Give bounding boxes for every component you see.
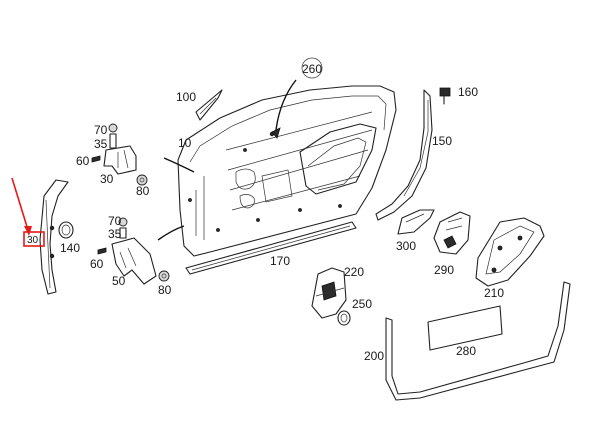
callout-140: 140 <box>60 241 80 255</box>
grommet-140 <box>58 221 74 239</box>
callout-220: 220 <box>344 265 364 279</box>
outer-handle-300 <box>397 209 435 235</box>
callout-35-bot: 35 <box>108 227 122 241</box>
lower-hinge <box>97 217 170 285</box>
clip-160 <box>439 87 451 105</box>
door-seal-200 <box>385 281 571 401</box>
upper-hinge <box>91 123 148 186</box>
callout-35-top: 35 <box>94 137 108 151</box>
callout-280: 280 <box>456 344 476 358</box>
motor-220 <box>311 267 347 319</box>
callout-30: 30 <box>100 172 114 186</box>
door-shell <box>177 85 397 257</box>
lock-290 <box>433 211 471 255</box>
a-pillar-trim <box>39 179 69 295</box>
callout-60-top: 60 <box>76 154 90 168</box>
regulator-210 <box>475 217 545 287</box>
highlight-annotation <box>11 177 45 247</box>
arrow-260 <box>271 127 281 139</box>
sheet-280 <box>427 305 503 351</box>
callout-170: 170 <box>270 254 290 268</box>
leader-260 <box>275 79 297 131</box>
grommet-250 <box>337 310 351 326</box>
callout-250: 250 <box>352 297 372 311</box>
callout-200: 200 <box>364 349 384 363</box>
callout-80-top: 80 <box>136 184 150 198</box>
callout-290: 290 <box>434 263 454 277</box>
seal-strip-150 <box>375 89 433 221</box>
callout-160: 160 <box>458 85 478 99</box>
callout-30-highlighted: 30 <box>27 235 39 246</box>
callout-60-bot: 60 <box>90 257 104 271</box>
callout-100: 100 <box>176 90 196 104</box>
callout-10: 10 <box>178 136 192 150</box>
callout-80-bot: 80 <box>158 283 172 297</box>
callout-50: 50 <box>112 274 126 288</box>
callout-210: 210 <box>484 286 504 300</box>
lower-seal-170 <box>185 221 357 275</box>
window-trim-100 <box>195 89 223 121</box>
callout-150: 150 <box>432 134 452 148</box>
callout-70-top: 70 <box>94 123 108 137</box>
leader-10-bot <box>157 225 185 241</box>
callout-300: 300 <box>396 239 416 253</box>
callout-260: 260 <box>302 62 322 76</box>
callout-70-bot: 70 <box>108 214 122 228</box>
leader-10-top <box>163 157 195 173</box>
